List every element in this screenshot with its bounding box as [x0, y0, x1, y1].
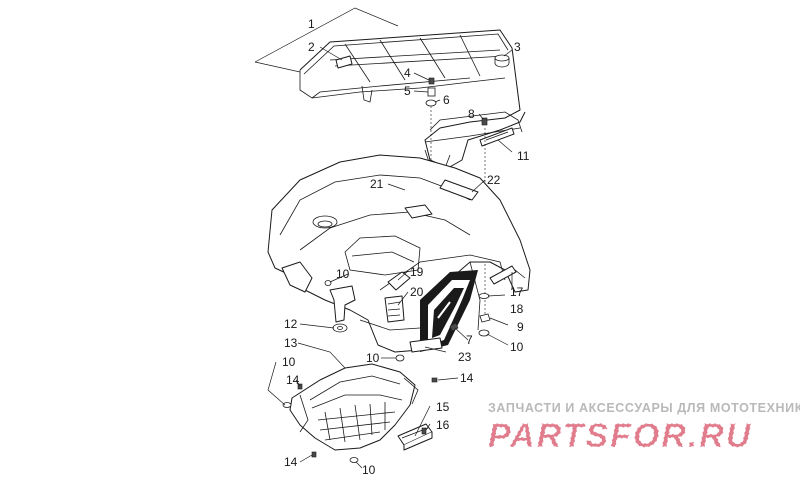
- watermark-logo-text: PARTSFOR.RU: [488, 417, 752, 454]
- screw-4: [428, 77, 435, 85]
- footwell-13: [289, 363, 419, 451]
- callout-23: 23: [458, 350, 472, 364]
- callout-21: 21: [370, 177, 384, 191]
- callout-20: 20: [410, 285, 424, 299]
- plug-19: [387, 271, 411, 291]
- callout-10-bottom: 10: [362, 463, 376, 477]
- callout-11: 11: [517, 149, 530, 163]
- warning-decal: [384, 295, 405, 323]
- screw-14-right: [431, 377, 438, 383]
- screw-14-upper: [297, 383, 303, 390]
- screw-8: [481, 117, 488, 126]
- trim-strip-23: [409, 337, 443, 353]
- callout-12: 12: [284, 317, 298, 331]
- graphic-decal-20: [420, 270, 478, 352]
- callout-8: 8: [468, 107, 475, 121]
- fastener-10-center: [395, 354, 405, 362]
- callout-5: 5: [404, 84, 411, 98]
- callout-labels: 1 2 3 4 5 6 8 11 21 22 10 19 20 17 18 12…: [282, 17, 530, 477]
- callout-3: 3: [514, 40, 521, 54]
- callout-6: 6: [443, 93, 450, 107]
- leader-lines: [254, 7, 513, 469]
- callout-7: 7: [466, 333, 473, 347]
- decal-22: [439, 179, 479, 201]
- callout-14-right: 14: [460, 371, 474, 385]
- screw-14-bottom: [311, 451, 317, 458]
- washer-6: [425, 99, 437, 107]
- rear-fender-body: [267, 154, 531, 353]
- callout-17: 17: [510, 285, 524, 299]
- callout-15: 15: [436, 400, 450, 414]
- bushing-5: [427, 87, 436, 97]
- callout-2: 2: [308, 40, 315, 54]
- callout-10-right: 10: [510, 340, 524, 354]
- foot-pad-15: [397, 423, 433, 451]
- screw-16: [421, 427, 427, 435]
- watermark-caption: ЗАПЧАСТИ И АКСЕССУАРЫ ДЛЯ МОТОТЕХНИКИ: [488, 401, 800, 415]
- callout-10-footwell: 10: [282, 355, 296, 369]
- washer-18: [478, 293, 490, 299]
- callout-16: 16: [436, 418, 450, 432]
- nut-9: [479, 313, 491, 323]
- fastener-10-bottom: [349, 457, 359, 463]
- callout-19: 19: [410, 265, 424, 279]
- callout-9: 9: [517, 320, 524, 334]
- fastener-10-left: [324, 280, 332, 286]
- reflector-17: [489, 265, 517, 285]
- callout-18: 18: [510, 302, 524, 316]
- callout-4: 4: [404, 66, 411, 80]
- mud-flap-bracket: [329, 285, 356, 323]
- watermark-logo: PARTSFOR.RU: [487, 416, 752, 454]
- fastener-10-right: [478, 329, 490, 337]
- washer-12: [332, 323, 348, 333]
- callout-14-upper: 14: [286, 373, 300, 387]
- callout-14-bottom: 14: [284, 455, 298, 469]
- fastener-10-footwell: [282, 402, 292, 408]
- callout-22: 22: [487, 173, 501, 187]
- callout-13: 13: [284, 336, 298, 350]
- rack-cap-3: [494, 54, 510, 68]
- rear-rack: [299, 29, 526, 169]
- callout-1: 1: [308, 17, 315, 31]
- callout-10-center: 10: [366, 351, 380, 365]
- callout-10-left: 10: [336, 267, 350, 281]
